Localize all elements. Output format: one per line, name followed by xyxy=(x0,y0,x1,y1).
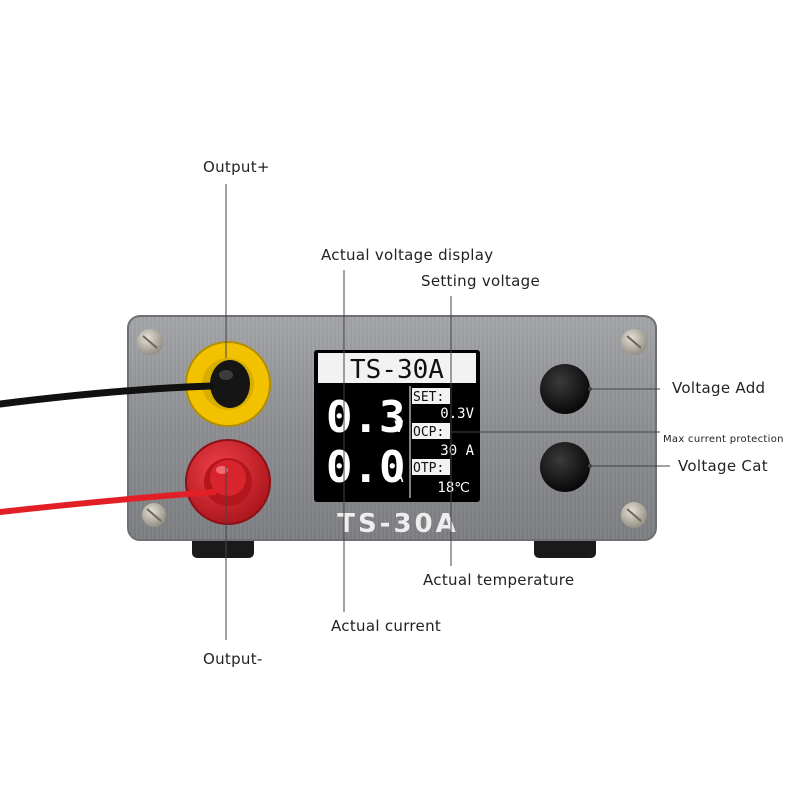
leader-lines xyxy=(225,184,670,640)
callout-setting-voltage: Setting voltage xyxy=(421,272,541,290)
leader-dot-voltage-cat xyxy=(588,464,592,468)
voltage-cat-knob[interactable] xyxy=(540,442,590,492)
black-wire xyxy=(0,382,216,408)
negative-terminal[interactable] xyxy=(185,439,271,525)
callout-voltage-add: Voltage Add xyxy=(672,379,766,397)
callout-output-plus: Output+ xyxy=(203,158,270,176)
lcd-otp-label: OTP: xyxy=(413,461,444,476)
lcd-voltage-value: 0.3 xyxy=(326,392,405,443)
lcd-set-label: SET: xyxy=(413,390,444,405)
lcd-voltage-unit: V xyxy=(394,417,404,436)
lcd-otp-value: 18℃ xyxy=(437,480,470,496)
lcd-model-title: TS-30A xyxy=(350,355,444,385)
panel-model-label: TS-30A xyxy=(337,509,459,539)
front-panel-edge xyxy=(127,315,657,541)
voltage-add-knob[interactable] xyxy=(540,364,590,414)
positive-terminal[interactable] xyxy=(185,341,271,427)
foot-right xyxy=(534,536,596,558)
screw-top-right xyxy=(621,329,647,355)
red-wire xyxy=(0,489,217,515)
lcd-set-label-box xyxy=(412,388,450,404)
callout-actual-temperature: Actual temperature xyxy=(423,571,575,589)
lcd-otp-label-box xyxy=(412,459,450,475)
callout-actual-voltage-display: Actual voltage display xyxy=(321,246,494,264)
foot-left xyxy=(192,536,254,558)
lcd-current-unit: A xyxy=(394,467,404,486)
lcd-ocp-label: OCP: xyxy=(413,425,444,440)
lcd-current-value: 0.0 xyxy=(326,442,405,493)
leader-dot-voltage-add xyxy=(588,387,592,391)
callout-output-minus: Output- xyxy=(203,650,263,668)
callout-actual-current: Actual current xyxy=(331,617,442,635)
lcd-ocp-label-box xyxy=(412,423,450,439)
callout-max-current-protection: Max current protection xyxy=(663,434,784,445)
screw-top-left xyxy=(137,329,163,355)
screw-bottom-right xyxy=(621,502,647,528)
screw-bottom-left xyxy=(142,503,166,527)
callout-voltage-cat: Voltage Cat xyxy=(678,457,768,475)
lcd-set-value: 0.3V xyxy=(440,406,474,422)
lcd-ocp-value: 30 A xyxy=(440,443,474,459)
